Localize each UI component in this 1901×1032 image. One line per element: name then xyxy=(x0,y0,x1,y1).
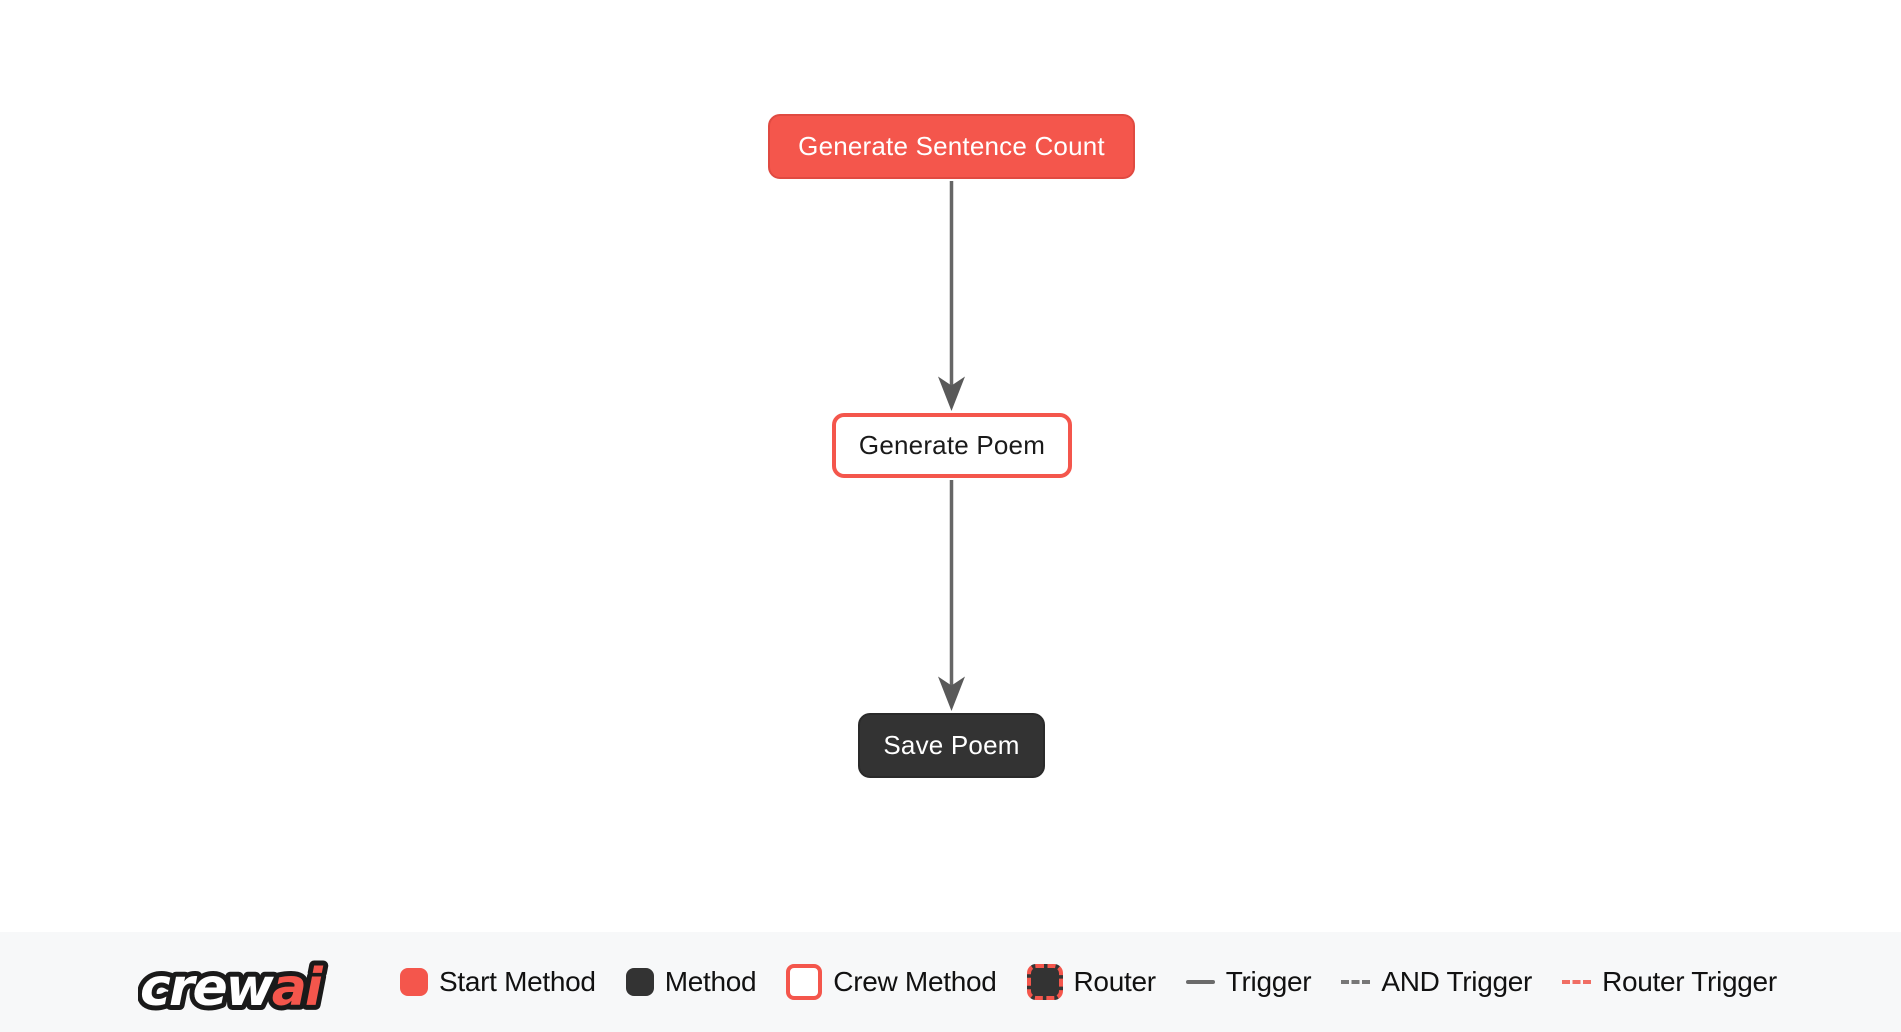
start-method-swatch-icon xyxy=(400,968,428,996)
arrowhead-icon xyxy=(938,376,965,411)
legend-item-and-trigger: AND Trigger xyxy=(1341,966,1532,998)
legend-label-crew-method: Crew Method xyxy=(833,966,997,997)
crew-method-swatch-icon xyxy=(786,964,823,1000)
legend-label-start-method: Start Method xyxy=(439,966,596,997)
method-swatch-icon xyxy=(625,968,654,996)
legend-label-trigger: Trigger xyxy=(1225,966,1312,997)
legend-item-start-method: Start Method xyxy=(400,966,596,998)
legend-bar: crewai Start Method Method Crew Method R… xyxy=(0,932,1901,1032)
flow-node-crew-method[interactable]: Generate Poem xyxy=(832,413,1072,478)
flow-canvas[interactable]: Generate Sentence Count Generate Poem Sa… xyxy=(0,0,1901,932)
legend-label-router-trigger: Router Trigger xyxy=(1602,966,1777,997)
legend-item-router: Router xyxy=(1026,964,1157,1000)
flow-node-start-method[interactable]: Generate Sentence Count xyxy=(768,114,1135,179)
flow-node-method[interactable]: Save Poem xyxy=(858,713,1045,778)
legend-item-router-trigger: Router Trigger xyxy=(1562,966,1777,998)
router-trigger-line-icon xyxy=(1562,980,1592,984)
trigger-line-icon xyxy=(1185,980,1215,984)
legend-label-method: Method xyxy=(664,966,757,997)
router-swatch-icon xyxy=(1026,964,1063,1000)
crewai-logo-text: crewai xyxy=(140,958,324,1018)
arrowhead-icon xyxy=(938,676,965,711)
legend-label-router: Router xyxy=(1073,966,1157,997)
legend-item-method: Method xyxy=(625,966,757,998)
legend-label-and-trigger: AND Trigger xyxy=(1381,966,1533,997)
legend-item-crew-method: Crew Method xyxy=(786,964,997,1000)
crewai-logo: crewai xyxy=(135,945,364,1030)
legend-item-trigger: Trigger xyxy=(1185,966,1312,998)
and-trigger-line-icon xyxy=(1341,980,1371,984)
